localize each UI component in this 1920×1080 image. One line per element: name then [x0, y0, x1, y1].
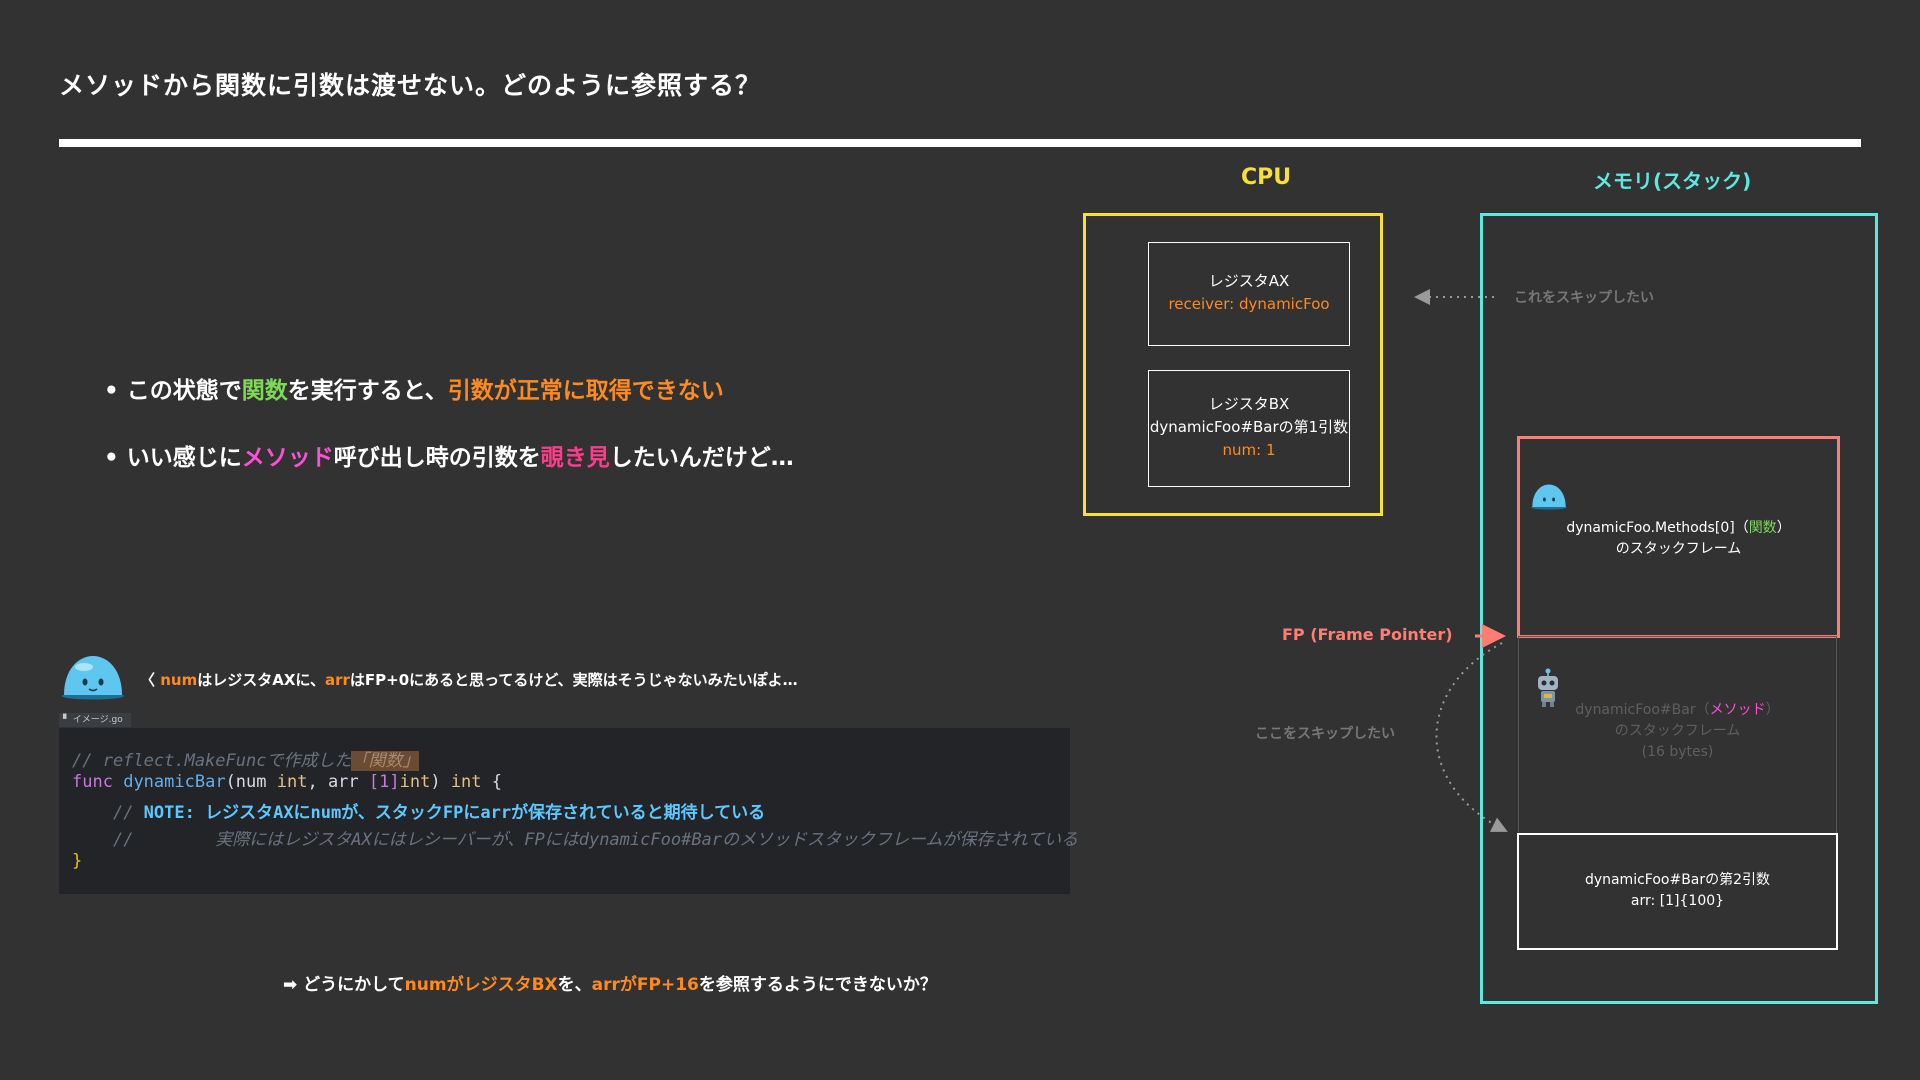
speech-open: 〈	[140, 671, 161, 689]
fp-label: FP (Frame Pointer)	[1282, 625, 1453, 644]
bullet-2-text-b: 呼び出し時の引数を	[333, 445, 541, 471]
code-line-5: }	[72, 851, 82, 871]
stack-frame-method: dynamicFoo#Bar（メソッド） のスタックフレーム (16 bytes…	[1518, 636, 1837, 834]
second-arg-desc: dynamicFoo#Barの第2引数	[1584, 872, 1771, 888]
code-keyword: func	[72, 772, 113, 792]
code-brace: {	[481, 772, 503, 792]
code-line-1: // reflect.MakeFuncで作成した「関数」	[72, 746, 420, 771]
page-title: メソッドから関数に引数は渡せない。どのように参照する？	[59, 71, 762, 100]
code-type: int	[399, 772, 431, 792]
code-return-type: int	[450, 772, 482, 792]
frame-function-sub: のスタックフレーム	[1615, 541, 1742, 557]
register-bx-desc: dynamicFoo#Barの第1引数	[1149, 418, 1349, 436]
skip-note-side: ここをスキップしたい	[1255, 726, 1395, 742]
slime-speech: 〈 numはレジスタAXに、arrはFP+0にあると思ってるけど、実際はそうじゃ…	[140, 669, 798, 690]
question-highlight-arr: arrがFP+16	[591, 975, 699, 995]
code-comment: // reflect.MakeFuncで作成した	[72, 751, 352, 771]
memory-label: メモリ(スタック)	[1593, 169, 1752, 193]
frame-function-paren: ）	[1776, 520, 1791, 536]
register-ax-value: receiver: dynamicFoo	[1168, 295, 1330, 313]
frame-method-paren: （	[1695, 702, 1710, 718]
code-line-2: func dynamicBar(num int, arr [1]int) int…	[72, 772, 502, 792]
slime-icon	[1531, 484, 1567, 510]
code-param: , arr	[307, 772, 369, 792]
code-func-name: dynamicBar	[123, 772, 226, 792]
register-ax: レジスタAX receiver: dynamicFoo	[1148, 242, 1350, 346]
frame-method-name: dynamicFoo#Bar	[1575, 702, 1696, 718]
code-line-3: // NOTE: レジスタAXにnumが、スタックFPにarrが保存されていると…	[72, 798, 765, 823]
code-comment-highlight: 「関数」	[351, 751, 420, 771]
question-text-b: を、	[557, 975, 592, 995]
code-type: int	[276, 772, 308, 792]
question-text-c: を参照するようにできないか？	[698, 975, 937, 995]
frame-function-kind: 関数	[1748, 520, 1777, 536]
bullet-1-highlight-function: 関数	[241, 378, 288, 404]
code-file-tab: ▘ イメージ.go	[59, 713, 131, 727]
code-array-bracket: [1]	[368, 772, 400, 792]
frame-method-size: (16 bytes)	[1641, 744, 1714, 760]
bullet-dot: •	[104, 378, 119, 404]
code-paren: )	[430, 772, 451, 792]
question-highlight-num: numがレジスタBX	[404, 975, 558, 995]
stack-frame-function: dynamicFoo.Methods[0]（関数） のスタックフレーム	[1517, 436, 1840, 638]
bullet-1-text-b: を実行すると、	[287, 378, 448, 404]
bullet-2-text-a: いい感じに	[126, 445, 242, 471]
bullet-2-highlight-peek: 覗き見	[540, 445, 610, 471]
cpu-label: CPU	[1241, 165, 1292, 190]
bottom-question: ➡ どうにかしてnumがレジスタBXを、arrがFP+16を参照するようにできな…	[283, 970, 937, 995]
robot-icon	[1538, 668, 1558, 707]
stack-frame-second-arg: dynamicFoo#Barの第2引数 arr: [1]{100}	[1517, 833, 1838, 950]
register-bx-title: レジスタBX	[1208, 395, 1290, 413]
speech-text-b: はFP+0にあると思ってるけど、実際はそうじゃないみたいぽよ…	[349, 671, 798, 689]
frame-method-paren: ）	[1765, 702, 1780, 718]
bullet-dot: •	[104, 445, 119, 471]
frame-method-line-1: dynamicFoo#Bar（メソッド）	[1519, 700, 1836, 721]
second-arg-value: arr: [1]{100}	[1630, 893, 1725, 909]
code-block: // reflect.MakeFuncで作成した「関数」 func dynami…	[59, 728, 1078, 894]
code-line-4: // 実際にはレジスタAXにはレシーバーが、FPにはdynamicFoo#Bar…	[72, 825, 1078, 850]
question-text-a: どうにかして	[297, 975, 405, 995]
code-note: NOTE: レジスタAXにnumが、スタックFPにarrが保存されていると期待し…	[143, 803, 766, 823]
bullet-1: • この状態で関数を実行すると、引数が正常に取得できない	[104, 371, 724, 405]
skip-note-top: これをスキップしたい	[1514, 290, 1654, 306]
code-param: (num	[225, 772, 277, 792]
code-brace: }	[72, 851, 83, 871]
frame-method-sub: のスタックフレーム	[1614, 723, 1741, 739]
speech-text-a: はレジスタAXに、	[197, 671, 325, 689]
code-comment: // 実際にはレジスタAXにはレシーバーが、FPにはdynamicFoo#Bar…	[112, 830, 1078, 850]
bullet-2: • いい感じにメソッド呼び出し時の引数を覗き見したいんだけど…	[104, 438, 794, 472]
frame-function-name: dynamicFoo.Methods[0]	[1566, 520, 1735, 536]
memory-box	[1480, 213, 1878, 1004]
register-bx: レジスタBX dynamicFoo#Barの第1引数 num: 1	[1148, 370, 1350, 487]
bullet-1-text-a: この状態で	[126, 378, 242, 404]
code-comment: //	[112, 803, 144, 823]
cpu-box	[1083, 213, 1383, 516]
register-bx-value: num: 1	[1222, 441, 1276, 459]
bullet-1-highlight-args: 引数が正常に取得できない	[447, 378, 724, 404]
frame-function-paren: （	[1734, 520, 1749, 536]
code-file-name: イメージ.go	[72, 715, 123, 725]
bullet-2-text-c: したいんだけど…	[609, 445, 794, 471]
slime-icon	[62, 656, 124, 700]
register-ax-title: レジスタAX	[1208, 272, 1290, 290]
bullet-2-highlight-method: メソッド	[241, 445, 334, 471]
frame-function-line-1: dynamicFoo.Methods[0]（関数）	[1520, 518, 1837, 539]
frame-method-kind: メソッド	[1709, 702, 1766, 718]
title-divider	[59, 139, 1861, 147]
file-icon: ▘	[63, 715, 70, 725]
speech-arr: arr	[324, 671, 350, 689]
speech-num: num	[160, 671, 198, 689]
right-arrow-icon: ➡	[283, 975, 298, 995]
